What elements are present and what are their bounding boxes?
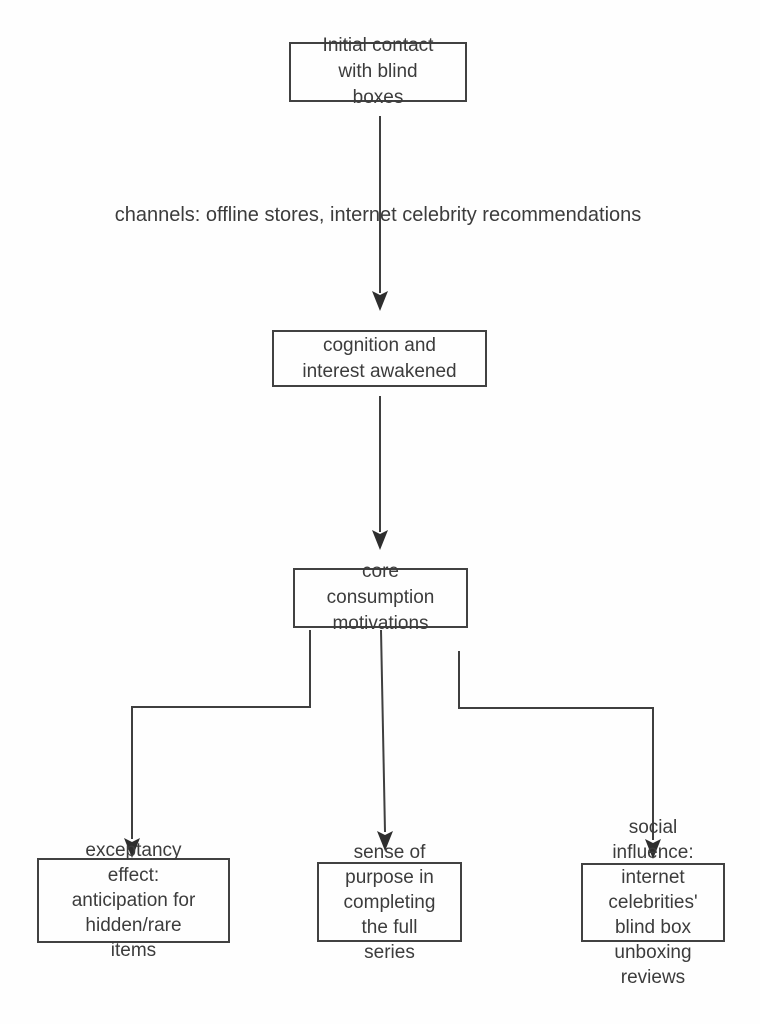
node-expectancy-effect-label: exceptancy effect: anticipation for hidd… bbox=[71, 840, 196, 961]
node-cognition: cognition and interest awakened bbox=[272, 330, 487, 387]
node-series-completion: sense of purpose in completing the full … bbox=[317, 842, 462, 963]
node-series-completion-label: sense of purpose in completing the full … bbox=[343, 841, 436, 963]
node-social-influence-label: social influence: internet celebrities' … bbox=[608, 817, 698, 988]
node-expectancy-effect: exceptancy effect: anticipation for hidd… bbox=[37, 840, 230, 961]
node-social-influence: social influence: internet celebrities' … bbox=[581, 817, 725, 988]
connector-core-to-expectancy bbox=[131, 630, 311, 839]
node-initial-contact: Initial contact with blind boxes bbox=[289, 35, 467, 108]
node-core-motivations-label: core consumption motivations bbox=[326, 561, 435, 634]
node-core-motivations: core consumption motivations bbox=[293, 561, 468, 634]
arrowhead-down-icon bbox=[124, 838, 140, 858]
arrowhead-down-icon bbox=[372, 291, 388, 311]
node-cognition-label: cognition and interest awakened bbox=[302, 334, 457, 382]
arrowhead-down-icon bbox=[377, 831, 393, 851]
arrowhead-down-icon bbox=[645, 839, 661, 859]
connector-core-to-series bbox=[380, 629, 386, 833]
arrowhead-down-icon bbox=[372, 530, 388, 550]
connector-core-to-social bbox=[458, 651, 654, 840]
edge-label-channels: channels: offline stores, internet celeb… bbox=[114, 204, 642, 226]
node-initial-contact-label: Initial contact with blind boxes bbox=[322, 35, 434, 108]
